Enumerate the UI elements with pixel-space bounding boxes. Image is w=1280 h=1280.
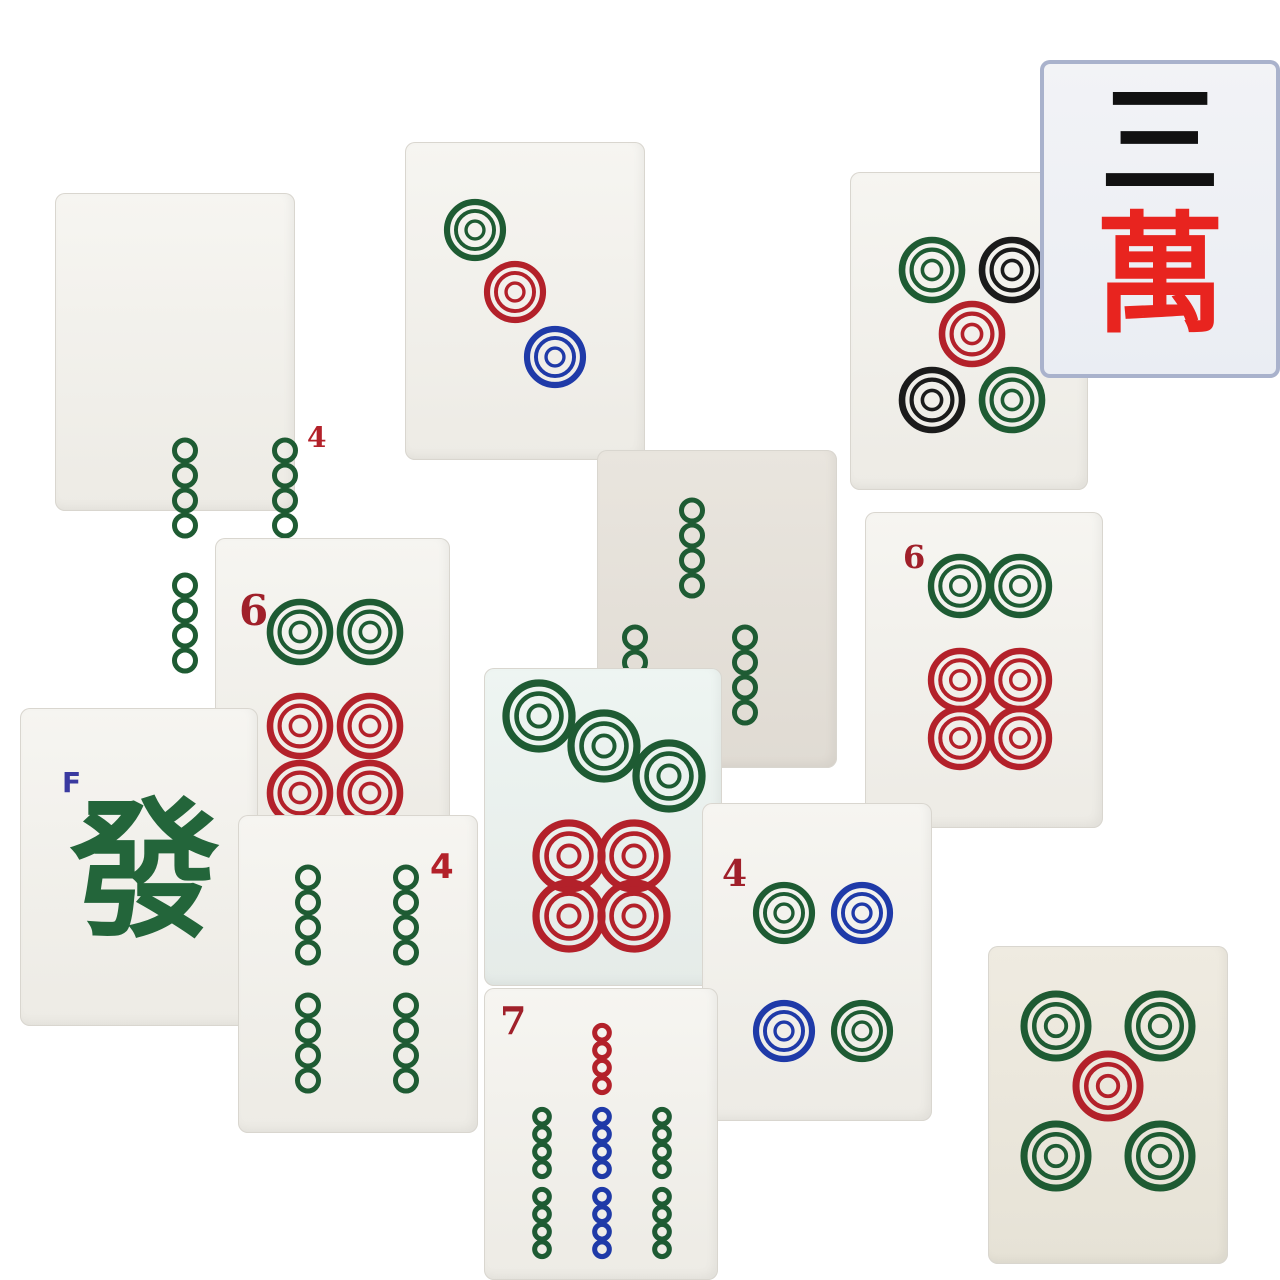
five-circles-pattern [898, 236, 1046, 434]
six-circles-tile-b[interactable]: 6 [865, 512, 1103, 828]
circle-pip [567, 709, 641, 783]
circle-pip [1124, 990, 1196, 1062]
bamboo-stick [592, 1106, 612, 1180]
three-circles-tile[interactable] [405, 142, 645, 460]
bamboo-stick [295, 864, 321, 966]
three-characters-tile[interactable]: 三 萬 [1040, 60, 1280, 378]
circle-pip [898, 366, 966, 434]
six-circles-pattern [266, 598, 404, 827]
circle-pip [1124, 1120, 1196, 1192]
circle-pip [1020, 1120, 1092, 1192]
circle-pip [632, 739, 706, 813]
circle-pip [532, 819, 606, 893]
circle-pip [830, 999, 894, 1063]
seven-bamboo-tile[interactable]: 7 [484, 988, 718, 1280]
four-bamboo-pattern [172, 437, 298, 674]
circle-pip [1020, 990, 1092, 1062]
circle-pip [752, 881, 816, 945]
circle-pip [1072, 1050, 1144, 1122]
circle-pip [266, 692, 334, 760]
bamboo-stick [679, 497, 705, 599]
circle-pip [532, 879, 606, 953]
circle-pip [523, 325, 587, 389]
circle-pip [266, 598, 334, 666]
circle-pip [502, 679, 576, 753]
circle-pip [938, 300, 1006, 368]
tile-index-label: 4 [722, 853, 748, 895]
circle-pip [336, 692, 404, 760]
five-circles-tile-b[interactable] [988, 946, 1228, 1264]
four-bamboo-tile-a[interactable]: 4 [55, 193, 326, 674]
four-circles-pattern [752, 881, 894, 1063]
circle-pip [752, 999, 816, 1063]
bamboo-stick [652, 1106, 672, 1180]
bamboo-stick [393, 864, 419, 966]
bamboo-stick [172, 572, 198, 674]
bamboo-stick [393, 992, 419, 1094]
seven-circles-pattern [502, 679, 706, 953]
green-dragon-tile[interactable]: F 發 [20, 708, 258, 1026]
bamboo-stick [652, 1186, 672, 1260]
bamboo-stick [532, 1186, 552, 1260]
three-circles-pattern [443, 198, 587, 389]
circle-pip [978, 236, 1046, 304]
circle-pip [266, 759, 334, 827]
bamboo-stick [272, 437, 298, 539]
bamboo-stick [172, 437, 198, 539]
seven-bamboo-pattern [532, 1022, 672, 1260]
tile-index-label: 6 [903, 538, 926, 576]
bamboo-stick [592, 1186, 612, 1260]
circle-pip [336, 598, 404, 666]
tile-index-label: F [62, 766, 82, 799]
tile-index-label: 4 [307, 421, 327, 454]
five-circles-pattern [1020, 990, 1196, 1192]
circle-pip [443, 198, 507, 262]
circle-pip [927, 553, 993, 619]
fa-glyph: 發 [69, 783, 220, 959]
circle-pip [987, 553, 1053, 619]
four-circles-tile[interactable]: 4 [702, 803, 932, 1121]
circle-pip [830, 881, 894, 945]
tile-index-label: 6 [239, 586, 269, 635]
circle-pip [336, 759, 404, 827]
tile-index-label: 4 [430, 847, 454, 887]
four-bamboo-tile-b[interactable]: 4 [238, 815, 478, 1133]
circle-pip [483, 260, 547, 324]
circle-pip [987, 647, 1053, 713]
bamboo-stick [532, 1106, 552, 1180]
four-bamboo-pattern [295, 864, 419, 1094]
circle-pip [987, 705, 1053, 771]
tile-index-label: 7 [500, 998, 527, 1043]
bamboo-stick [592, 1022, 612, 1096]
circle-pip [927, 705, 993, 771]
six-circles-pattern [927, 553, 1053, 771]
bamboo-stick [732, 624, 758, 726]
circle-pip [898, 236, 966, 304]
wan-glyph: 萬 [1094, 198, 1225, 351]
circle-pip [597, 879, 671, 953]
circle-pip [927, 647, 993, 713]
circle-pip [597, 819, 671, 893]
circle-pip [978, 366, 1046, 434]
bamboo-stick [295, 992, 321, 1094]
numeral-glyph: 三 [1100, 71, 1220, 212]
seven-circles-tile[interactable] [484, 668, 722, 986]
